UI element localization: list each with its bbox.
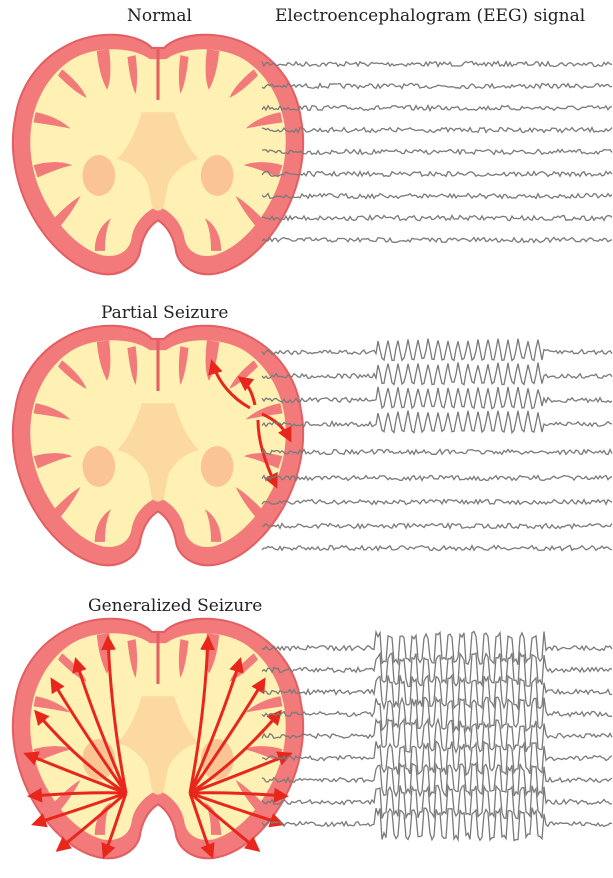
eeg-trace [262, 697, 612, 731]
eeg-trace [262, 808, 612, 841]
eeg-trace [262, 339, 612, 361]
eeg-trace [262, 106, 612, 111]
eeg-trace [262, 128, 612, 133]
eeg-trace [262, 62, 612, 67]
eeg-trace [262, 216, 612, 221]
eeg-trace [262, 84, 612, 89]
eeg-trace [262, 632, 612, 665]
brain-normal [13, 35, 303, 275]
eeg-trace [262, 194, 612, 199]
eeg-trace [262, 476, 612, 481]
brain-generalized [13, 619, 303, 859]
eeg-traces-partial [262, 339, 612, 551]
eeg-trace [262, 653, 612, 686]
eeg-trace [262, 524, 612, 529]
eeg-traces-normal [262, 62, 612, 243]
brain-partial [13, 326, 303, 566]
eeg-trace [262, 500, 612, 505]
eeg-trace [262, 450, 612, 455]
eeg-trace [262, 741, 612, 775]
eeg-trace [262, 719, 612, 752]
eeg-trace [262, 763, 612, 796]
eeg-trace [262, 387, 612, 409]
eeg-trace [262, 172, 612, 177]
eeg-trace [262, 238, 612, 243]
eeg-trace [262, 675, 612, 708]
eeg-traces-generalized [262, 632, 612, 841]
eeg-trace [262, 411, 612, 433]
eeg-trace [262, 150, 612, 155]
eeg-trace [262, 546, 612, 551]
eeg-trace [262, 363, 612, 385]
